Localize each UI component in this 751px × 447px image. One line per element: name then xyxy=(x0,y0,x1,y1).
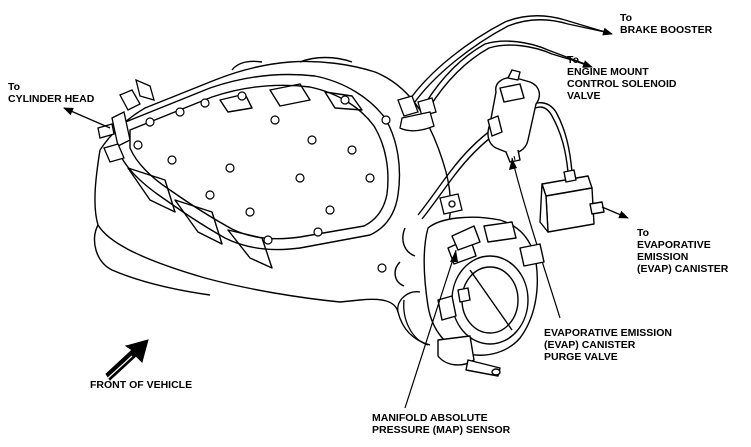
purge-valve-leader xyxy=(511,157,561,319)
front-of-vehicle-text: FRONT OF VEHICLE xyxy=(90,379,193,391)
cylinder-head-label-line-2: CYLINDER HEAD xyxy=(8,93,95,105)
front-of-vehicle-label: FRONT OF VEHICLE xyxy=(90,379,192,391)
evap-canister-unit xyxy=(539,169,605,233)
mount-solenoid-label-line-2: ENGINE MOUNT xyxy=(567,66,649,78)
brake-booster-label: To BRAKE BOOSTER xyxy=(620,12,712,36)
evap-canister-label-line-2: EVAPORATIVE xyxy=(637,239,711,251)
manifold-hose-fittings xyxy=(397,95,437,132)
purge-valve-label-line-3: PURGE VALVE xyxy=(544,351,618,363)
purge-valve xyxy=(487,69,541,163)
map-sensor-leader xyxy=(404,249,457,409)
mount-solenoid-label-line-4: VALVE xyxy=(567,90,601,102)
map-sensor-label-line-1: MANIFOLD ABSOLUTE xyxy=(372,412,488,424)
cylinder-head-label: To CYLINDER HEAD xyxy=(8,81,94,105)
map-sensor-label-line-2: PRESSURE (MAP) SENSOR xyxy=(372,424,511,436)
vacuum-hoses xyxy=(394,15,606,287)
evap-canister-arrow xyxy=(601,206,629,219)
brake-booster-arrow xyxy=(597,27,613,36)
mount-solenoid-label-line-1: To xyxy=(567,54,580,66)
purge-valve-label-line-2: (EVAP) CANISTER xyxy=(544,339,636,351)
evap-canister-label-line-4: (EVAP) CANISTER xyxy=(637,263,729,275)
map-sensor-label: MANIFOLD ABSOLUTE PRESSURE (MAP) SENSOR xyxy=(372,412,510,436)
evap-canister-label-line-3: EMISSION xyxy=(637,251,689,263)
purge-valve-label: EVAPORATIVE EMISSION (EVAP) CANISTER PUR… xyxy=(544,327,672,363)
front-arrow xyxy=(105,339,149,381)
brake-booster-label-line-1: To xyxy=(620,12,633,24)
intake-manifold xyxy=(93,56,452,346)
throttle-body xyxy=(423,216,545,377)
cylinder-head-arrow xyxy=(63,107,111,129)
mount-solenoid-label: To ENGINE MOUNT CONTROL SOLENOID VALVE xyxy=(567,54,676,102)
brake-booster-label-line-2: BRAKE BOOSTER xyxy=(620,24,713,36)
evap-canister-label-line-1: To xyxy=(637,227,650,239)
purge-valve-leader-arrow xyxy=(509,158,517,170)
purge-valve-stem xyxy=(513,155,516,161)
map-sensor-leader-arrow xyxy=(450,250,458,262)
evap-canister-label: To EVAPORATIVE EMISSION (EVAP) CANISTER xyxy=(637,227,728,275)
cylinder-head-label-line-1: To xyxy=(8,81,21,93)
mount-solenoid-arrow xyxy=(577,60,593,68)
manifold-flange xyxy=(397,193,463,346)
purge-valve-label-line-1: EVAPORATIVE EMISSION xyxy=(544,327,672,339)
mount-solenoid-label-line-3: CONTROL SOLENOID xyxy=(567,78,677,90)
plate-bolts xyxy=(133,91,391,273)
